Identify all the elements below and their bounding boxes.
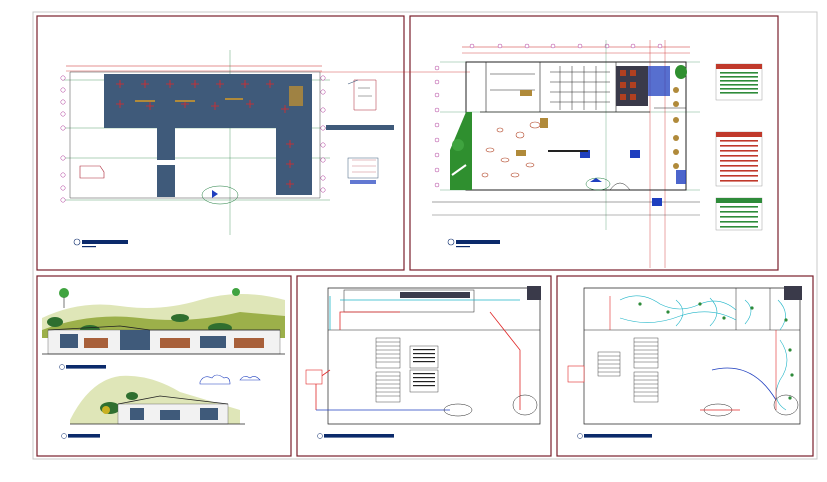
floor-plan-rooms-top (490, 66, 610, 110)
plumbing-title-block (317, 433, 394, 439)
plumbing-legend (409, 345, 439, 393)
floor-axis-bubbles-left (434, 65, 440, 188)
schedule-top (715, 63, 763, 101)
roof-plan-title-block (73, 238, 128, 248)
panel-electrical-plan-frame (556, 275, 814, 457)
floor-axis-bubbles-top (469, 43, 663, 49)
floor-plan-furniture (481, 121, 541, 178)
panel-roof-plan-frame (36, 15, 405, 271)
panel-floor-plan (320, 15, 779, 271)
sheet-outer-border (32, 11, 818, 460)
cloud-icon (199, 374, 231, 385)
panel-roof-plan (36, 15, 405, 271)
elevation-tree-icon (59, 288, 69, 298)
roof-drain-markers (116, 80, 294, 188)
schedule-bottom (715, 197, 763, 231)
panel-elevations (36, 275, 292, 457)
schedule-middle (715, 131, 763, 187)
panel-plumbing-plan (296, 275, 552, 457)
plumbing-outer-wall (327, 287, 541, 425)
roof-corridor (157, 128, 175, 160)
grid-axis-bubbles-right (320, 75, 326, 193)
electrical-circuits (619, 295, 788, 411)
roof-east-wing (276, 128, 312, 195)
floor-plan-garden (450, 112, 472, 190)
electrical-title-block (577, 433, 652, 439)
detail-drawings (326, 79, 394, 184)
roof-main-block (104, 74, 312, 128)
panel-electrical-plan (556, 275, 814, 457)
electrical-fixtures (638, 302, 794, 400)
floor-plan-title-block (447, 238, 500, 248)
grid-axis-bubbles-left (60, 75, 66, 203)
plumbing-pipes (315, 296, 521, 411)
tree-icon (675, 65, 687, 79)
plumbing-stair (375, 337, 401, 403)
roof-corridor-south (157, 165, 175, 197)
electrical-stair (597, 337, 659, 403)
elevations-title-block (61, 433, 100, 439)
